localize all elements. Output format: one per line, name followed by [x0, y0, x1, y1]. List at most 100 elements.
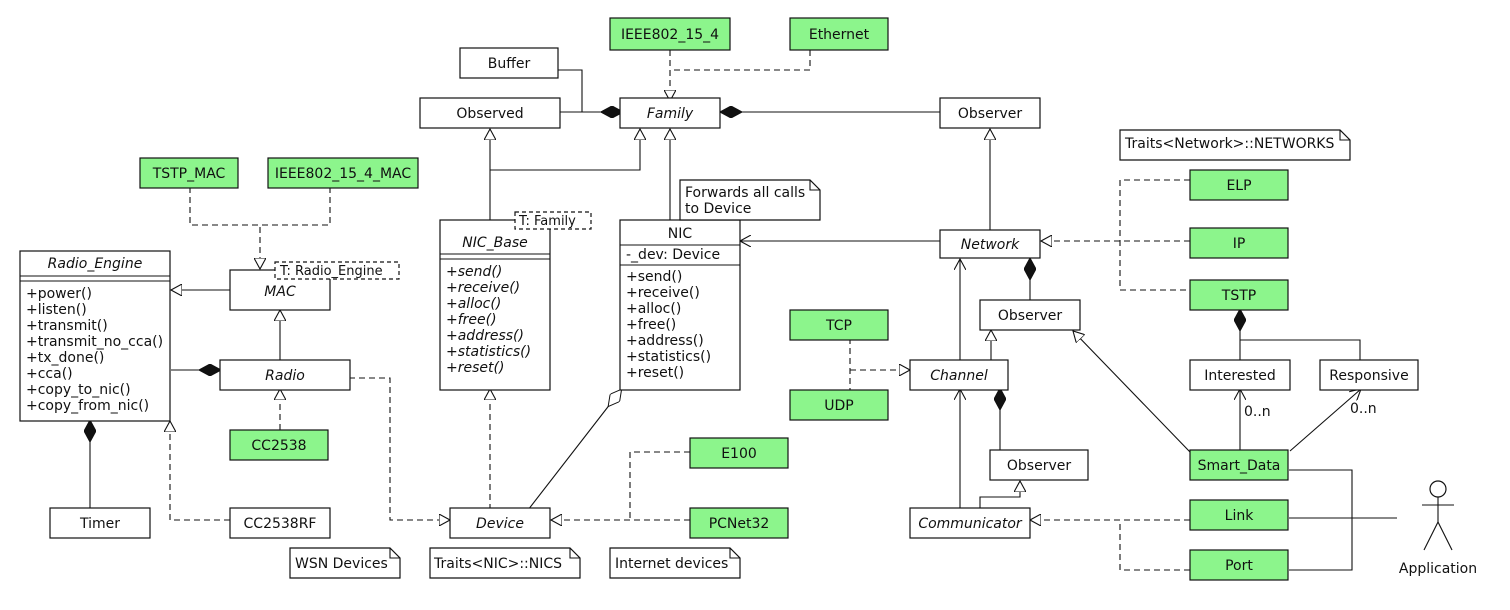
- nic-base-methods: +send() +receive() +alloc() +free() +add…: [446, 264, 531, 376]
- class-port: Port: [1189, 549, 1289, 581]
- class-nic: NIC -_dev: Device +send() +receive() +al…: [619, 219, 741, 391]
- class-radio-label: Radio: [265, 368, 305, 384]
- class-elp: ELP: [1189, 169, 1289, 201]
- class-ieee802-15-4: IEEE802_15_4: [609, 17, 731, 51]
- class-observed-label: Observed: [456, 106, 523, 122]
- method: +listen(): [26, 302, 87, 318]
- class-radio: Radio: [219, 359, 351, 391]
- class-responsive-label: Responsive: [1329, 368, 1408, 384]
- class-pcnet32: PCNet32: [689, 507, 789, 539]
- class-cc2538rf-label: CC2538RF: [244, 516, 317, 532]
- class-radio-engine: Radio_Engine +power() +listen() +transmi…: [19, 250, 171, 422]
- class-interested-label: Interested: [1204, 368, 1275, 384]
- radio-engine-methods: +power() +listen() +transmit() +transmit…: [26, 286, 163, 414]
- class-network-label: Network: [961, 237, 1020, 253]
- class-e100-label: E100: [721, 446, 757, 462]
- nic-attribute: -_dev: Device: [626, 247, 720, 263]
- class-observer-top-label: Observer: [958, 106, 1022, 122]
- class-ethernet-label: Ethernet: [809, 27, 870, 43]
- method: +statistics(): [446, 344, 531, 360]
- class-timer-label: Timer: [79, 516, 120, 532]
- class-tstp-mac: TSTP_MAC: [139, 157, 239, 189]
- actor-application: Application: [1399, 480, 1477, 577]
- ethernet-family-realization: [670, 50, 811, 71]
- method: +address(): [446, 328, 524, 344]
- class-device: Device: [449, 507, 551, 539]
- class-observer-top: Observer: [939, 97, 1041, 129]
- class-observer-low: Observer: [989, 449, 1089, 481]
- smartdata-observermid-generalization: [1073, 331, 1191, 453]
- class-elp-label: ELP: [1226, 178, 1251, 194]
- class-interested: Interested: [1189, 359, 1291, 391]
- method: +reset(): [446, 360, 504, 376]
- connectors: [90, 50, 1397, 571]
- class-observer-mid-label: Observer: [998, 308, 1062, 324]
- class-cc2538rf: CC2538RF: [229, 507, 331, 539]
- class-channel-label: Channel: [930, 368, 988, 384]
- note-nics: Traits<NIC>::NICS: [429, 547, 581, 579]
- buffer-family-composition: [558, 69, 622, 112]
- note-forwards: Forwards all calls to Device: [679, 179, 821, 221]
- class-pcnet32-label: PCNet32: [709, 516, 770, 532]
- method: +reset(): [626, 365, 684, 381]
- cc2538rf-radioengine-realization: [170, 421, 230, 521]
- method: +free(): [446, 312, 497, 328]
- note-forwards-line1: Forwards all calls: [685, 185, 805, 201]
- elp-network-realization: [1119, 179, 1190, 291]
- method: +alloc(): [446, 296, 501, 312]
- class-buffer-label: Buffer: [488, 56, 531, 72]
- method: +alloc(): [626, 301, 681, 317]
- class-tstp: TSTP: [1189, 279, 1289, 311]
- stick-figure-icon: [1422, 480, 1454, 551]
- port-communicator-realization: [1119, 520, 1190, 571]
- class-communicator: Communicator: [909, 507, 1031, 539]
- note-internet-devices-text: Internet devices: [615, 556, 728, 572]
- responsive-tstp-link: [1240, 339, 1361, 361]
- note-networks: Traits<Network>::NETWORKS: [1119, 129, 1351, 161]
- class-nic-base: NIC_Base +send() +receive() +alloc() +fr…: [439, 211, 592, 391]
- class-channel: Channel: [909, 359, 1009, 391]
- class-observer-low-label: Observer: [1007, 458, 1071, 474]
- class-udp: UDP: [789, 389, 889, 421]
- class-cc2538-label: CC2538: [251, 438, 306, 454]
- note-wsn-devices-text: WSN Devices: [295, 556, 388, 572]
- nic-base-template-param: T: Family: [518, 214, 576, 229]
- class-ip-label: IP: [1233, 236, 1246, 252]
- class-ieee802-15-4-mac: IEEE802_15_4_MAC: [267, 157, 419, 189]
- class-smart-data-label: Smart_Data: [1198, 458, 1281, 474]
- class-smart-data: Smart_Data: [1189, 449, 1289, 481]
- method: +copy_from_nic(): [26, 398, 149, 414]
- method: +transmit(): [26, 318, 108, 334]
- class-mac-label: MAC: [264, 284, 296, 300]
- class-timer: Timer: [49, 507, 151, 539]
- class-nic-base-label: NIC_Base: [462, 235, 527, 251]
- class-nic-label: NIC: [668, 226, 693, 242]
- class-radio-engine-label: Radio_Engine: [48, 256, 143, 272]
- note-wsn-devices: WSN Devices: [289, 547, 401, 579]
- method: +statistics(): [626, 349, 711, 365]
- class-buffer: Buffer: [459, 47, 559, 79]
- class-e100: E100: [689, 437, 789, 469]
- nic-methods: +send() +receive() +alloc() +free() +add…: [626, 269, 711, 381]
- class-link-label: Link: [1225, 508, 1255, 524]
- method: +copy_to_nic(): [26, 382, 131, 398]
- class-observer-mid: Observer: [979, 299, 1081, 331]
- ieeemac-mac-realization: [260, 187, 331, 226]
- class-network: Network: [939, 229, 1041, 259]
- class-port-label: Port: [1225, 558, 1253, 574]
- note-forwards-line2: to Device: [685, 201, 751, 217]
- e100-device-realization: [629, 451, 690, 520]
- class-ip: IP: [1189, 227, 1289, 259]
- tstpmac-mac-realization: [189, 187, 260, 269]
- class-ieee802-15-4-label: IEEE802_15_4: [621, 27, 719, 43]
- method: +send(): [446, 264, 502, 280]
- communicator-observerlow-generalization: [979, 481, 1020, 510]
- multiplicity-interested: 0..n: [1244, 404, 1271, 420]
- class-observed: Observed: [419, 97, 561, 129]
- class-responsive: Responsive: [1319, 359, 1419, 391]
- class-family-label: Family: [647, 106, 694, 122]
- class-device-label: Device: [476, 516, 524, 532]
- class-mac: MAC T: Radio_Engine: [229, 261, 400, 311]
- class-link: Link: [1189, 499, 1289, 531]
